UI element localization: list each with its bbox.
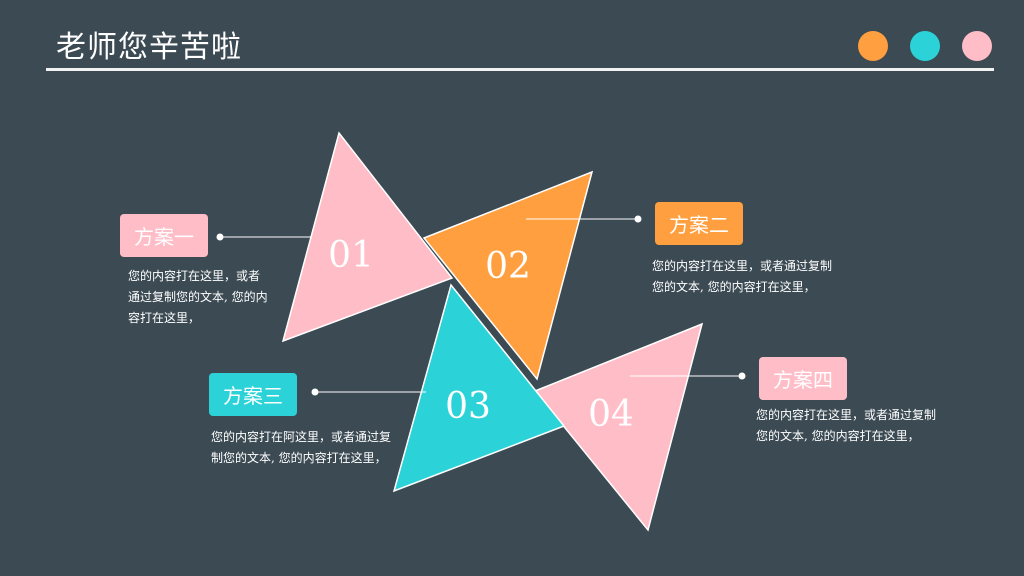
description-plan-1: 您的内容打在这里，或者 通过复制您的文本, 您的内 容打在这里， (128, 266, 268, 329)
description-line: 您的文本, 您的内容打在这里， (756, 429, 920, 443)
label-plan-4: 方案四 (759, 357, 847, 400)
number-03: 03 (445, 386, 491, 427)
cyan-dot-decoration (910, 31, 940, 61)
number-01: 01 (328, 235, 374, 276)
pink-dot-decoration (962, 31, 992, 61)
connector-dot-2 (634, 215, 642, 223)
description-line: 您的内容打在阿这里，或者通过复 (211, 430, 392, 444)
description-line: 您的文本, 您的内容打在这里， (652, 280, 816, 294)
connector-dot-3 (311, 388, 319, 396)
description-line: 容打在这里， (128, 311, 201, 325)
triangle-03 (392, 283, 566, 493)
connector-dot-1 (216, 233, 224, 241)
label-plan-2: 方案二 (655, 202, 743, 245)
number-02: 02 (485, 246, 531, 287)
description-line: 通过复制您的文本, 您的内 (128, 290, 268, 304)
description-plan-4: 您的内容打在这里，或者通过复制 您的文本, 您的内容打在这里， (756, 405, 936, 447)
title-divider (46, 68, 994, 71)
description-line: 您的内容打在这里，或者通过复制 (756, 408, 937, 422)
label-plan-3: 方案三 (209, 373, 297, 416)
description-line: 您的内容打在这里，或者 (128, 269, 261, 283)
description-line: 制您的文本, 您的内容打在这里， (211, 451, 387, 465)
description-plan-3: 您的内容打在阿这里，或者通过复 制您的文本, 您的内容打在这里， (211, 427, 391, 469)
label-plan-1: 方案一 (120, 214, 208, 257)
triangle-02 (422, 170, 594, 381)
number-04: 04 (588, 394, 634, 435)
connector-dot-4 (738, 372, 746, 380)
description-plan-2: 您的内容打在这里，或者通过复制 您的文本, 您的内容打在这里， (652, 256, 832, 298)
description-line: 您的内容打在这里，或者通过复制 (652, 259, 833, 273)
triangle-01 (281, 131, 454, 343)
orange-dot-decoration (858, 31, 888, 61)
page-title: 老师您辛苦啦 (56, 30, 242, 65)
